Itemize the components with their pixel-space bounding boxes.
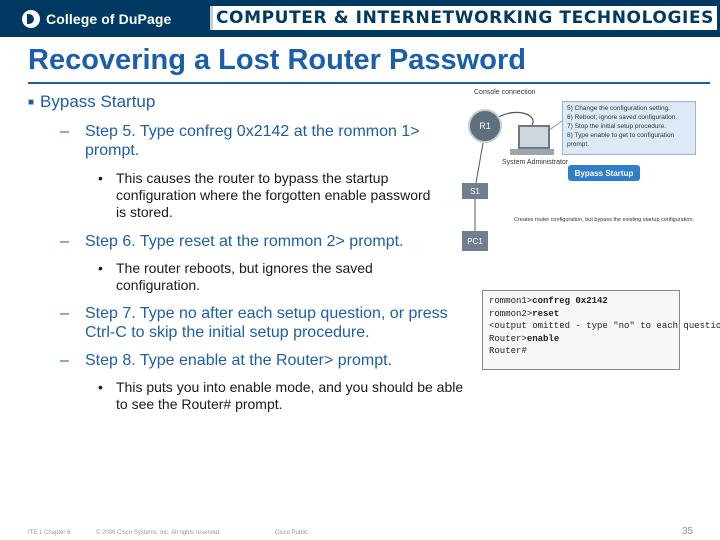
callout-line: 7) Stop the initial setup procedure. [567,123,667,130]
dot-marker: • [98,260,103,276]
page-number: 35 [682,526,694,537]
pc-label: PC1 [467,236,483,246]
college-logo: College of DuPage [22,8,171,30]
terminal-line: Router>enable [489,333,673,346]
footer-course: ITE 1 Chapter 6 [28,530,71,536]
dash-marker: – [60,352,69,369]
square-bullet-icon: ■ [28,97,35,108]
step-5-note: • This causes the router to bypass the s… [98,170,438,221]
pc-icon: PC1 [462,231,488,251]
step-7: – Step 7. Type no after each setup quest… [60,304,480,342]
slide-title: Recovering a Lost Router Password [28,44,526,76]
header-banner: College of DuPage COMPUTER & INTERNETWOR… [0,0,720,37]
admin-pc-icon [518,125,550,149]
bullet-bypass-startup: ■ Bypass Startup [28,92,155,112]
dash-marker: – [60,123,69,140]
terminal-line: rommon2>reset [489,308,673,321]
step-6-note: • The router reboots, but ignores the sa… [98,260,438,294]
banner-title-box: COMPUTER & INTERNETWORKING TECHNOLOGIES [210,6,717,30]
switch-label: S1 [470,186,480,196]
bullet-text: Bypass Startup [40,92,156,111]
bypass-startup-label: Bypass Startup [574,168,634,178]
terminal-line: Router# [489,346,527,356]
step-5: – Step 5. Type confreg 0x2142 at the rom… [60,122,460,160]
router-label: R1 [479,121,491,131]
console-connection-label: Console connection [474,89,536,96]
steps-callout: 5) Change the configuration setting. 6) … [562,101,696,155]
terminal-command: confreg 0x2142 [532,296,608,306]
dash-marker: – [60,233,69,250]
step-6: – Step 6. Type reset at the rommon 2> pr… [60,232,470,251]
step-6-text: Step 6. Type reset at the rommon 2> prom… [85,233,404,250]
college-logo-icon [22,10,40,28]
router-icon: R1 [468,109,502,143]
terminal-line: <output omitted - type "no" to each ques… [489,321,720,331]
step-8: – Step 8. Type enable at the Router> pro… [60,351,480,370]
topology-links [474,111,563,231]
terminal-prompt: Router> [489,333,527,344]
figure-caption: Creates router configuration, but bypass… [514,217,695,223]
step-5-text: Step 5. Type confreg 0x2142 at the rommo… [85,123,420,159]
dash-marker: – [60,305,69,322]
bypass-startup-badge: Bypass Startup [568,165,640,181]
terminal-prompt: rommon1> [489,296,533,306]
switch-icon: S1 [462,183,488,199]
title-divider [28,82,710,84]
console-cable [497,111,534,126]
banner-title: COMPUTER & INTERNETWORKING TECHNOLOGIES [215,8,715,28]
callout-line: 5) Change the configuration setting. [567,105,670,112]
admin-pc-keyboard-icon [510,149,554,155]
step-8-text: Step 8. Type enable at the Router> promp… [85,352,393,369]
callout-pointer [547,120,563,132]
callout-line: 8) Type enable to get to configuration p… [567,132,675,148]
footer-copyright: © 2006 Cisco Systems, Inc. All rights re… [96,530,221,536]
callout-line: 6) Reboot; ignore saved configuration. [567,114,678,121]
step-5-note-text: This causes the router to bypass the sta… [116,170,431,220]
terminal-prompt: rommon2> [489,308,533,319]
system-administrator-label: System Administrator [502,159,569,166]
terminal-line: rommon1>confreg 0x2142 [489,295,673,308]
step-8-note-text: This puts you into enable mode, and you … [116,379,464,412]
topology-figure: Console connection R1 System Administrat… [458,87,708,267]
dot-marker: • [98,379,103,395]
dot-marker: • [98,170,103,186]
step-7-text: Step 7. Type no after each setup questio… [85,305,448,341]
terminal-command: enable [526,333,560,344]
step-8-note: • This puts you into enable mode, and yo… [98,379,478,413]
footer-classification: Cisco Public [275,530,309,536]
logo-text: College of DuPage [46,11,172,27]
terminal-command: reset [532,308,560,319]
router-switch-link [475,142,484,184]
step-6-note-text: The router reboots, but ignores the save… [116,260,373,293]
